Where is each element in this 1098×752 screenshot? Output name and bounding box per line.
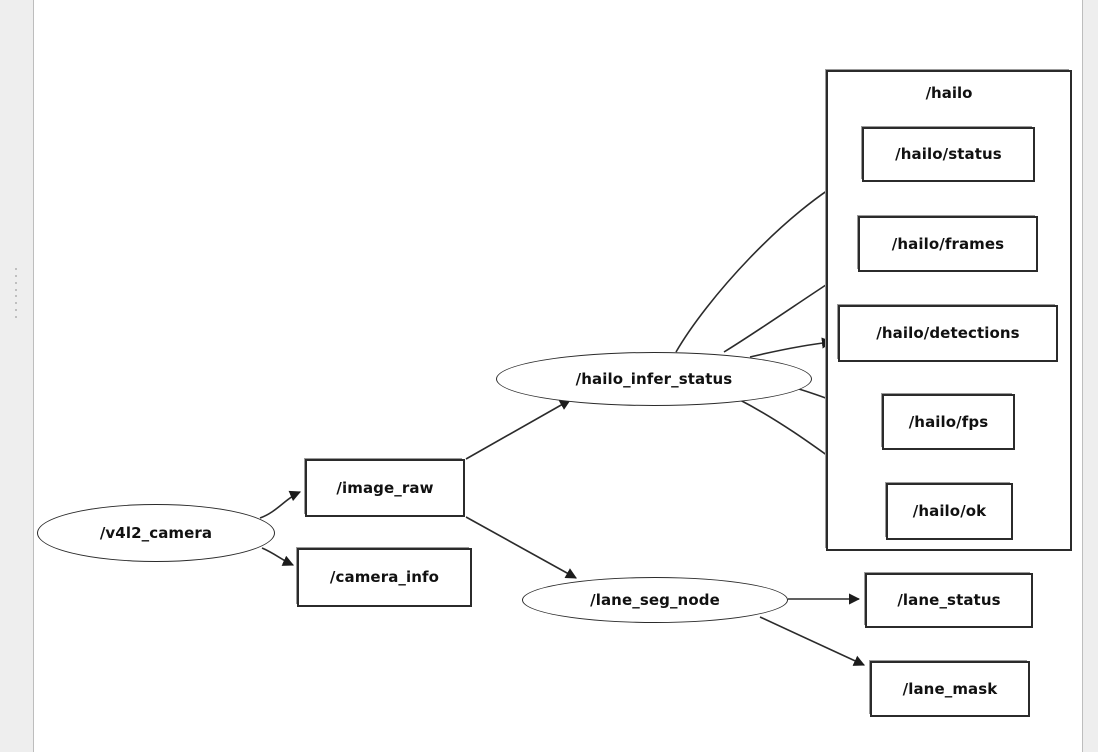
node-hailo-infer-status[interactable]: /hailo_infer_status	[496, 352, 812, 406]
edge-image_raw-hailo_infer_status	[465, 399, 571, 460]
node-lane-seg-node-label: /lane_seg_node	[590, 590, 720, 609]
edge-v4l2_camera-camera_info	[261, 547, 295, 566]
node-v4l2-camera[interactable]: /v4l2_camera	[37, 504, 275, 562]
topic-image-raw-label: /image_raw	[336, 478, 434, 497]
topic-lane-mask-label: /lane_mask	[902, 679, 998, 698]
topic-lane-status[interactable]: /lane_status	[865, 573, 1033, 628]
topic-camera-info[interactable]: /camera_info	[297, 548, 472, 607]
topic-hailo-frames-label: /hailo/frames	[891, 234, 1005, 253]
splitter-handle-icon[interactable]	[14, 268, 17, 318]
topic-hailo-fps[interactable]: /hailo/fps	[882, 394, 1015, 450]
edge-image_raw-lane_seg_node	[465, 516, 577, 579]
node-lane-seg-node[interactable]: /lane_seg_node	[522, 577, 788, 623]
topic-lane-mask[interactable]: /lane_mask	[870, 661, 1030, 717]
topic-hailo-detections[interactable]: /hailo/detections	[838, 305, 1058, 362]
right-panel-gutter	[1082, 0, 1098, 752]
left-panel-gutter	[0, 0, 34, 752]
topic-image-raw[interactable]: /image_raw	[305, 459, 465, 517]
topic-hailo-status-label: /hailo/status	[895, 145, 1002, 163]
topic-hailo-fps-label: /hailo/fps	[908, 412, 989, 431]
node-v4l2-camera-label: /v4l2_camera	[99, 523, 213, 542]
topic-hailo-frames[interactable]: /hailo/frames	[858, 216, 1038, 272]
graph-canvas[interactable]: /hailo /v4l2_camera /hailo_infer_status …	[34, 0, 1082, 752]
topic-lane-status-label: /lane_status	[897, 591, 1001, 609]
topic-camera-info-label: /camera_info	[329, 568, 440, 586]
edge-lane_seg_node-lane_mask	[759, 616, 866, 666]
group-hailo-label: /hailo	[925, 84, 973, 102]
topic-hailo-detections-label: /hailo/detections	[876, 324, 1020, 342]
topic-hailo-ok-label: /hailo/ok	[912, 502, 987, 520]
node-hailo-infer-status-label: /hailo_infer_status	[575, 369, 733, 388]
edge-hailo_infer_status-hailo_detections	[749, 337, 834, 358]
topic-hailo-ok[interactable]: /hailo/ok	[886, 483, 1013, 540]
edge-v4l2_camera-image_raw	[259, 490, 302, 519]
topic-hailo-status[interactable]: /hailo/status	[862, 127, 1035, 182]
